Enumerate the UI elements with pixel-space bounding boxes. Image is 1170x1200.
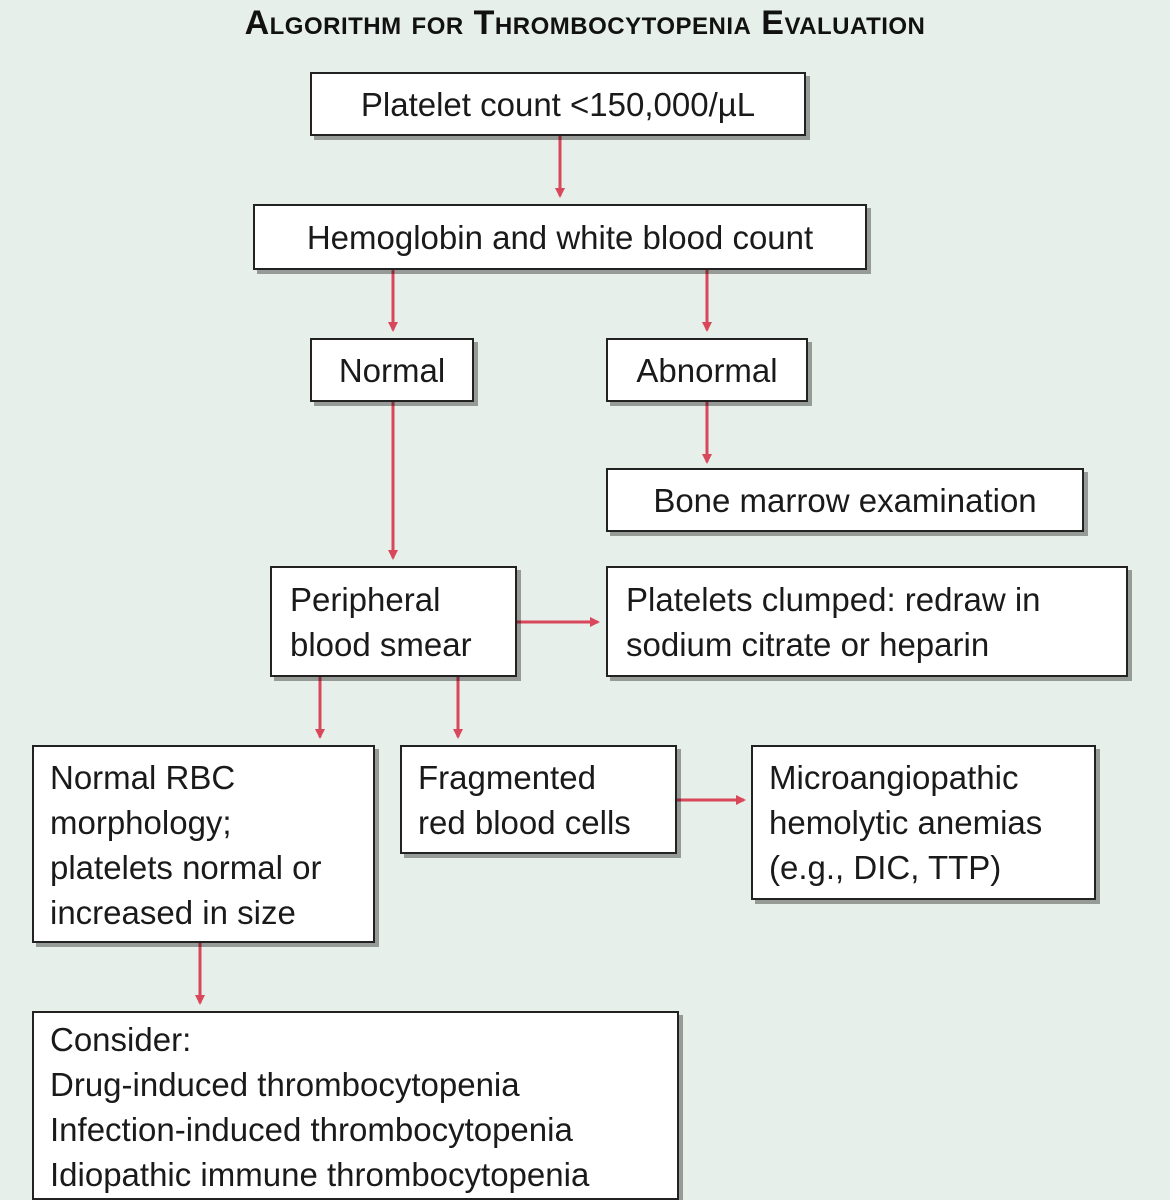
box-peripheral-smear: Peripheral blood smear bbox=[270, 566, 517, 677]
normal-text: Normal bbox=[338, 351, 446, 389]
box-fragmented-rbc: Fragmented red blood cells bbox=[400, 745, 677, 854]
box-bone-marrow: Bone marrow examination bbox=[606, 468, 1084, 532]
platelets-clumped-text: Platelets clumped: redraw in sodium citr… bbox=[626, 581, 1041, 663]
box-normal-rbc: Normal RBC morphology; platelets normal … bbox=[32, 745, 375, 943]
box-normal: Normal bbox=[310, 338, 474, 402]
diagram-title: Algorithm for Thrombocytopenia Evaluatio… bbox=[244, 4, 926, 42]
microangiopathic-text: Microangiopathic hemolytic anemias (e.g.… bbox=[769, 759, 1043, 886]
box-abnormal: Abnormal bbox=[606, 338, 808, 402]
box-consider: Consider: Drug-induced thrombocytopenia … bbox=[32, 1011, 679, 1200]
fragmented-rbc-text: Fragmented red blood cells bbox=[418, 759, 631, 841]
hemoglobin-wbc-text: Hemoglobin and white blood count bbox=[306, 218, 814, 256]
bone-marrow-text: Bone marrow examination bbox=[653, 481, 1037, 519]
box-platelet-count: Platelet count <150,000/µL bbox=[310, 72, 806, 136]
platelet-count-text: Platelet count <150,000/µL bbox=[360, 85, 756, 123]
box-hemoglobin-wbc: Hemoglobin and white blood count bbox=[253, 204, 867, 270]
box-microangiopathic: Microangiopathic hemolytic anemias (e.g.… bbox=[751, 745, 1096, 900]
box-platelets-clumped: Platelets clumped: redraw in sodium citr… bbox=[606, 566, 1128, 677]
consider-text: Consider: Drug-induced thrombocytopenia … bbox=[50, 1021, 590, 1193]
abnormal-text: Abnormal bbox=[636, 351, 778, 389]
peripheral-smear-text: Peripheral blood smear bbox=[290, 581, 472, 663]
normal-rbc-text: Normal RBC morphology; platelets normal … bbox=[50, 759, 322, 931]
